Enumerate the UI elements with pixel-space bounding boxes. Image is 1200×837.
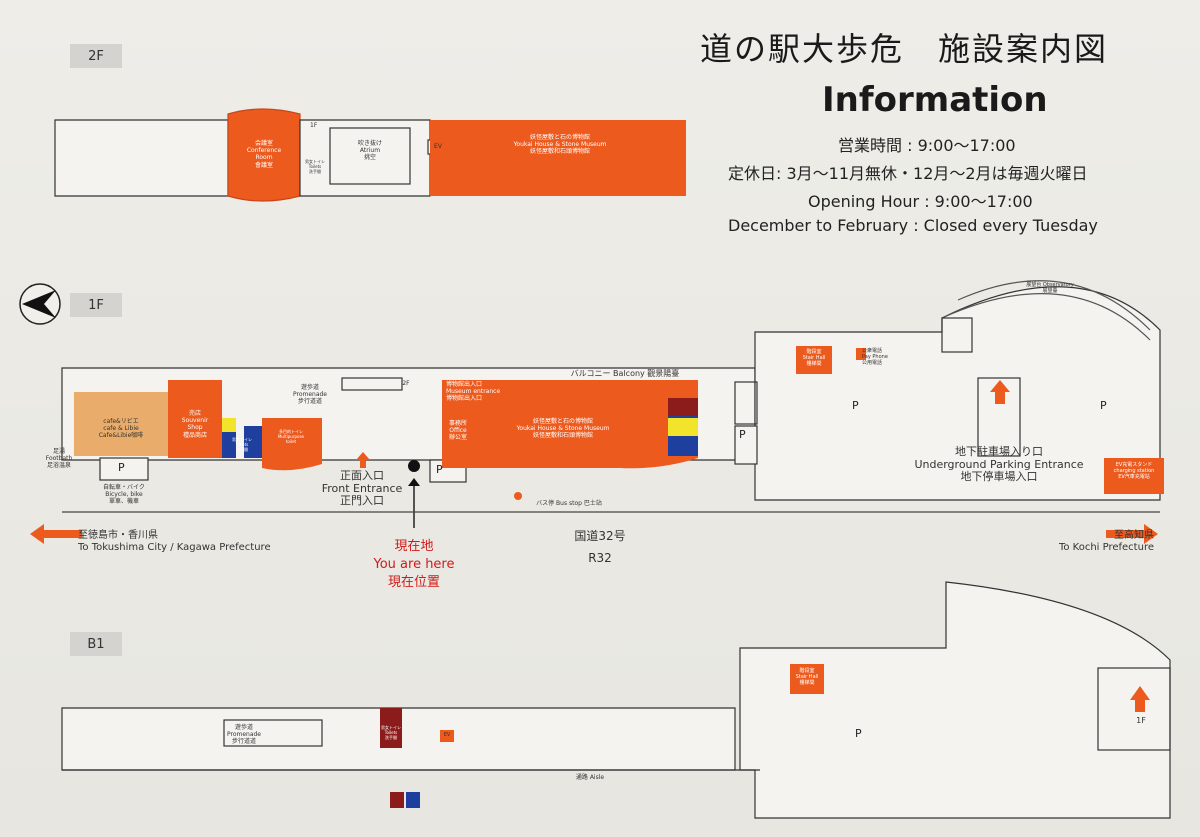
arrow-to-kochi bbox=[1106, 524, 1158, 544]
b1-toilet-label: 男女トイレ Toilets 洗手間 bbox=[381, 725, 401, 740]
f2-toilet-label: 男女トイレ Toilets 洗手間 bbox=[305, 159, 325, 174]
shop-label: 売店 Souvenir Shop 禮品商店 bbox=[181, 410, 209, 439]
parking-bicycle-label: P bbox=[118, 461, 125, 474]
pay-phone-label: 公衆電話 Pay Phone 公用電話 bbox=[862, 348, 888, 366]
b1-stair-hall-label: 階段室 Stair Hall 樓梯間 bbox=[795, 668, 819, 686]
to-tokushima-label: 至徳島市・香川県 To Tokushima City / Kagawa Pref… bbox=[78, 530, 271, 553]
parking-accessible-label: P bbox=[436, 463, 443, 476]
compass-north-arrow bbox=[19, 283, 61, 325]
ev-charge-label: EV充電スタンド charging station EV汽車充電站 bbox=[1113, 462, 1155, 480]
stair-hall-label: 階段室 Stair Hall 樓梯間 bbox=[802, 349, 826, 367]
route-en-label: R32 bbox=[588, 551, 612, 565]
f2-museum-block bbox=[430, 120, 686, 196]
closed-days-en: December to February : Closed every Tues… bbox=[728, 216, 1098, 235]
front-entrance-label: 正面入口 Front Entrance 正門入口 bbox=[321, 469, 403, 508]
f1-museum-label: 妖怪屋敷と石の博物館 Youkai House & Stone Museum 妖… bbox=[516, 418, 610, 440]
bus-stop-label: バス停 Bus stop 巴士站 bbox=[536, 500, 602, 507]
parking-side-label: P bbox=[739, 428, 746, 441]
underground-parking-label: 地下駐車場入り口 Underground Parking Entrance 地下… bbox=[914, 445, 1084, 484]
floor-tag-b1: B1 bbox=[70, 632, 122, 656]
shop-block bbox=[168, 380, 222, 458]
parking-lot-1-label: P bbox=[852, 399, 859, 412]
you-are-here-dot bbox=[408, 460, 420, 472]
ev-charge-block bbox=[1104, 458, 1164, 494]
f2-conference-label: 会議室 Conference Room 會議室 bbox=[246, 140, 282, 169]
observatory-label: 展望台 Observatory 展望臺 bbox=[1026, 282, 1074, 294]
museum-entrance-label: 博物館出入口 Museum entrance 博物館出入口 bbox=[446, 381, 501, 403]
you-are-here-cn: 現在位置 bbox=[387, 575, 440, 590]
floor-tag-1f: 1F bbox=[70, 293, 122, 317]
f2-museum-label: 妖怪屋敷と石の博物館 Youkai House & Stone Museum 妖… bbox=[513, 134, 607, 156]
promenade-label: 遊歩道 Promenade 步行道道 bbox=[292, 384, 328, 406]
you-are-here-en: You are here bbox=[373, 557, 455, 572]
f1-museum-block bbox=[442, 380, 698, 469]
floor-tag-2f: 2F bbox=[70, 44, 122, 68]
office-label: 事務所 Office 辦公室 bbox=[448, 420, 467, 442]
multipurpose-label: 多目的トイレ Multipurpose toilet bbox=[277, 429, 305, 444]
underground-entrance-arrow bbox=[990, 380, 1010, 404]
title-japanese: 道の駅大歩危 施設案内図 bbox=[700, 30, 1109, 68]
parking-lot-2-label: P bbox=[1100, 399, 1107, 412]
f2-ev-label: EV bbox=[434, 143, 442, 150]
closed-days-jp: 定休日: 3月～11月無休・12月～2月は毎週火曜日 bbox=[728, 164, 1088, 183]
b1-ev-label: EV bbox=[443, 732, 451, 738]
hours-jp: 営業時間 : 9:00～17:00 bbox=[838, 136, 1016, 155]
f1-stair-label: 2F bbox=[402, 380, 410, 387]
multipurpose-block bbox=[262, 418, 322, 471]
cafe-block bbox=[74, 392, 168, 456]
f2-atrium-label: 吹き抜け Atrium 挑空 bbox=[357, 140, 382, 162]
you-are-here-jp: 現在地 bbox=[394, 539, 434, 554]
stair-hall-block bbox=[796, 346, 832, 374]
arrow-to-tokushima bbox=[30, 524, 82, 544]
footbath-label: 足湯 Footbath 足浴温泉 bbox=[45, 448, 73, 470]
balcony-label: バルコニー Balcony 觀景陽臺 bbox=[570, 369, 680, 378]
b1-aisle-label: 通路 Aisle bbox=[575, 774, 605, 781]
title-english: Information bbox=[822, 80, 1048, 120]
b1-to-1f-label: 1F bbox=[1136, 716, 1146, 725]
floor-b1-plan bbox=[61, 581, 1171, 819]
b1-parking-label: P bbox=[855, 727, 862, 740]
route-jp-label: 国道32号 bbox=[574, 529, 626, 543]
b1-promenade-label: 遊歩道 Promenade 步行道道 bbox=[226, 724, 262, 746]
b1-toilet-block bbox=[380, 708, 402, 748]
f2-stair-label: 1F bbox=[310, 122, 318, 129]
f1-toilet-label: 男女トイレ Toilets 洗手間 bbox=[232, 437, 252, 452]
cafe-label: cafe&リビエ cafe & Libie Cafe&Libie咖啡 bbox=[98, 418, 144, 440]
bicycle-label: 自転車・バイク Bicycle, bike 單車、機車 bbox=[103, 484, 145, 506]
to-kochi-label: 至高知県 To Kochi Prefecture bbox=[1058, 530, 1154, 553]
hours-en: Opening Hour : 9:00～17:00 bbox=[808, 192, 1033, 211]
